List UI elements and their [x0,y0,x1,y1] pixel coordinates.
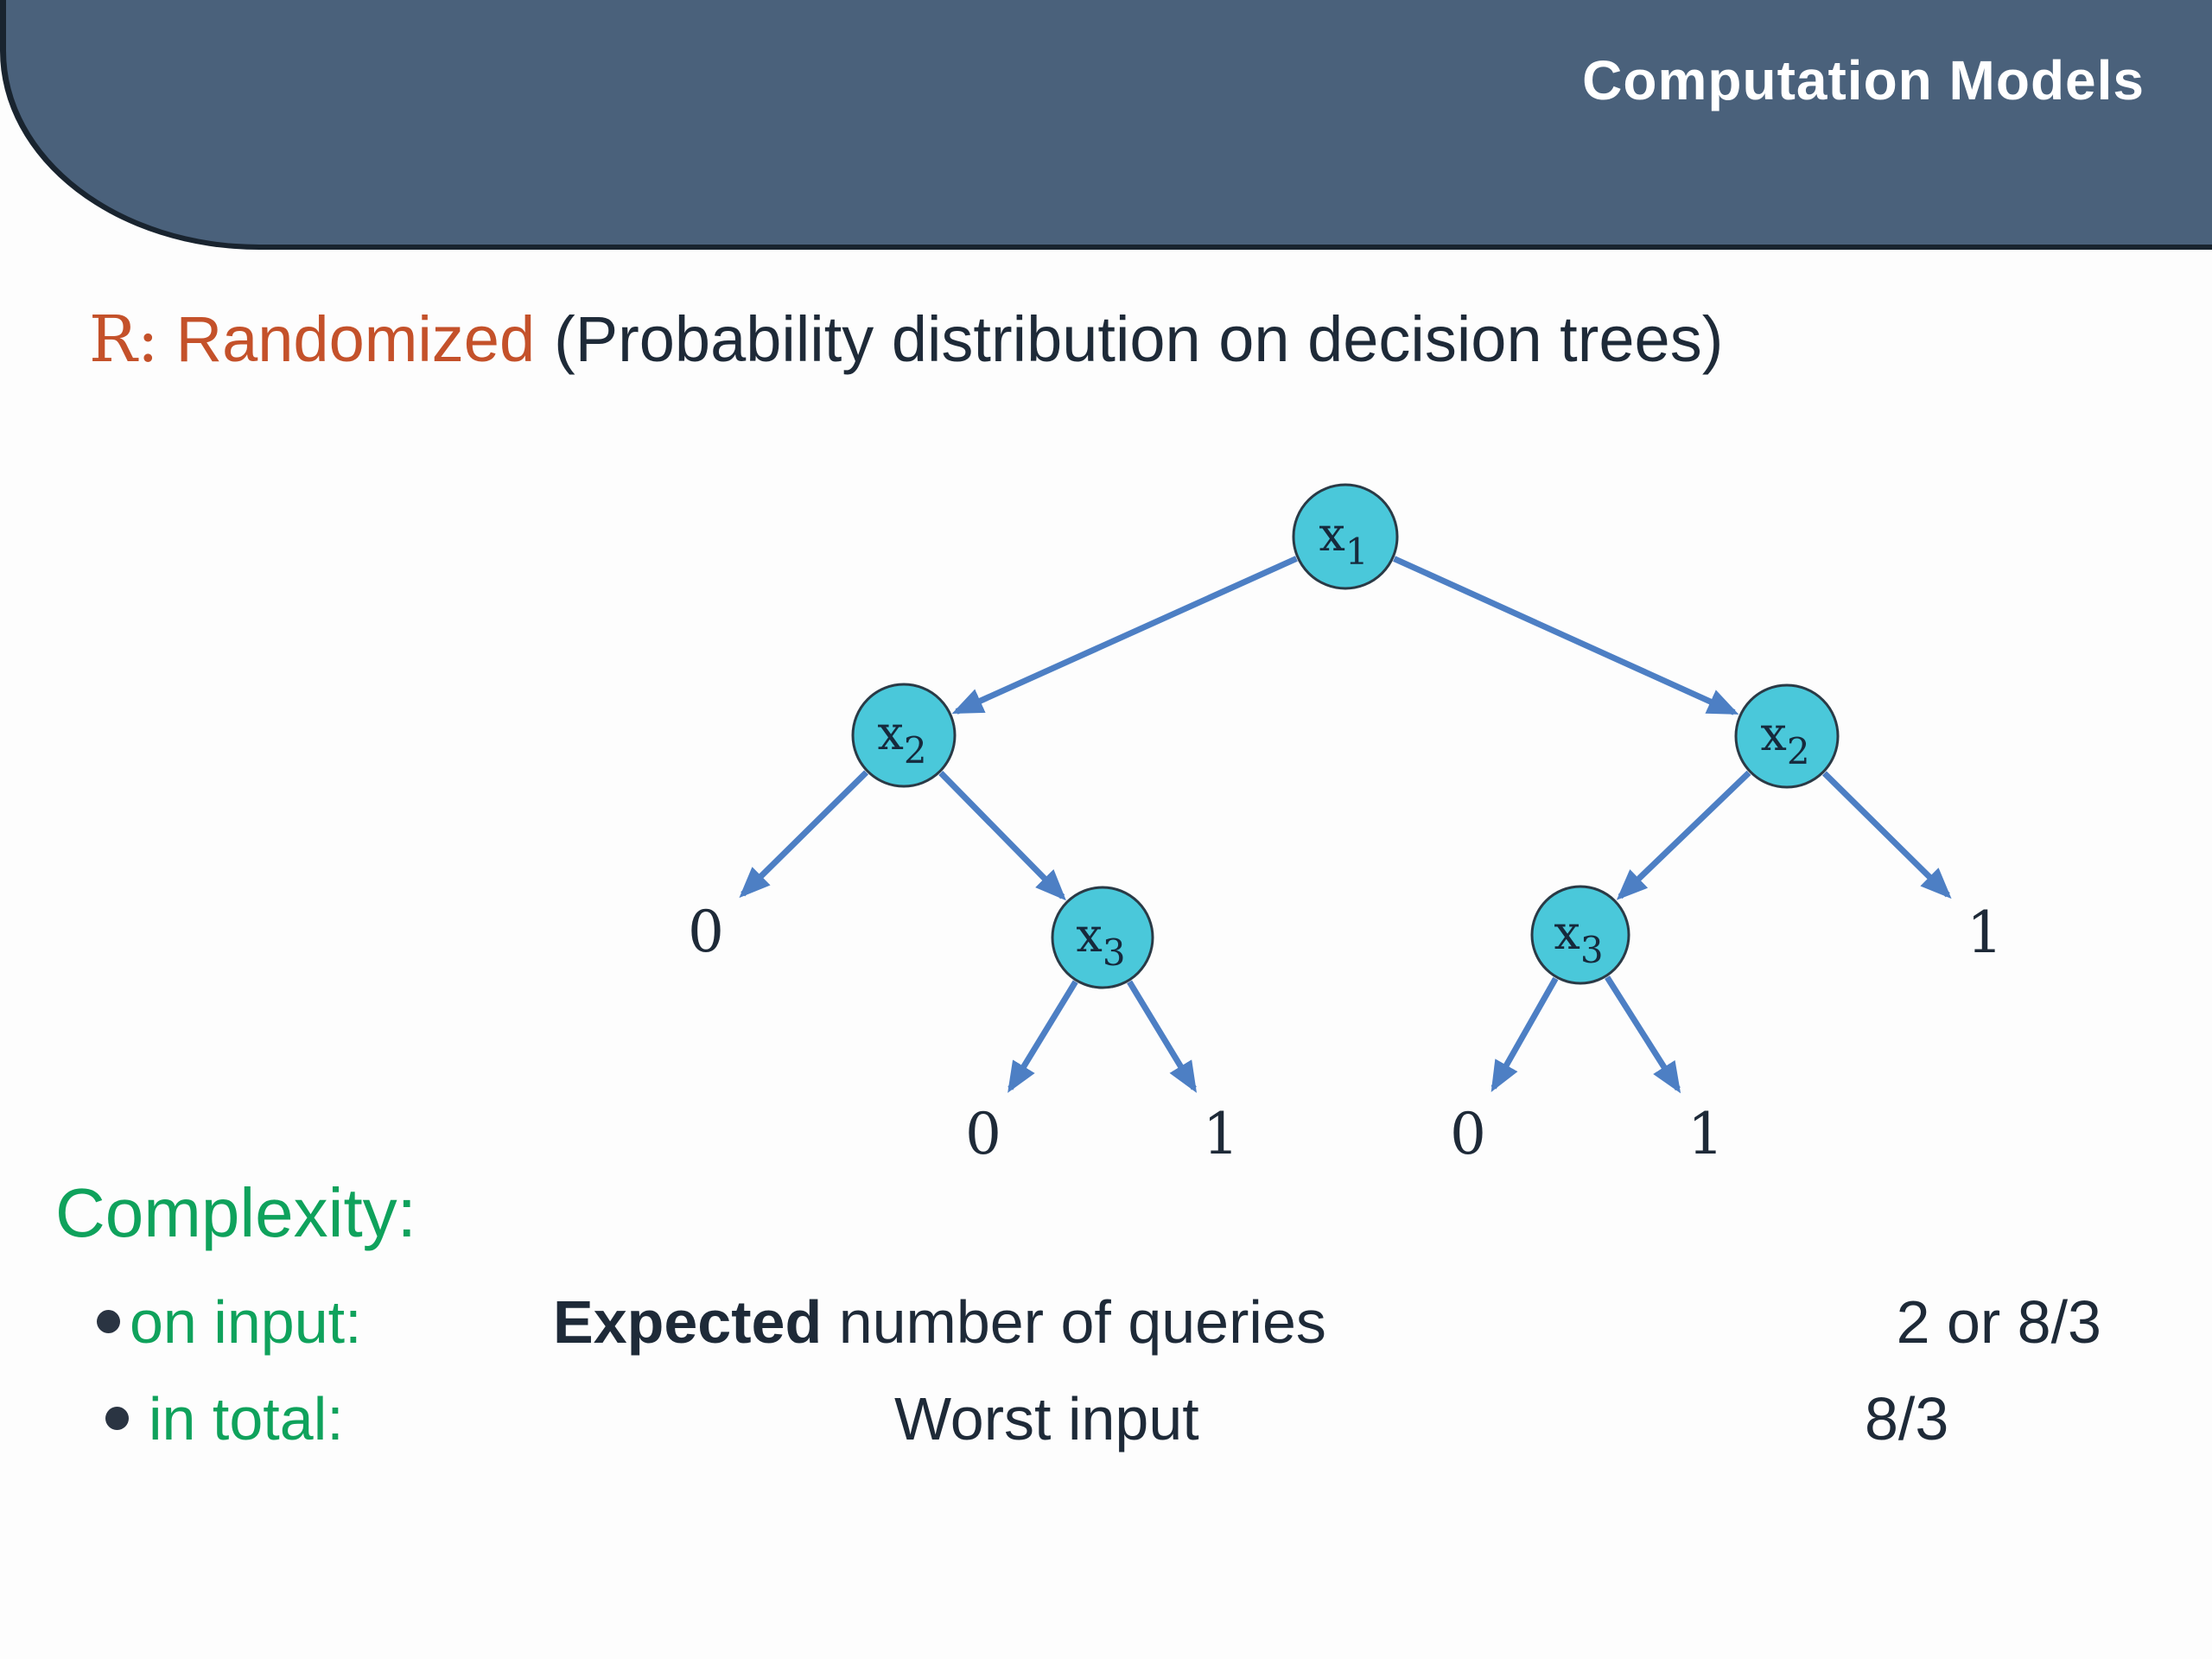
tree-leaf-label-B0a: 0 [965,1101,1001,1167]
tree-edge-x2R-R1 [1821,771,1952,899]
tree-edge-x3L-B0a [1007,980,1078,1093]
intro-keyword: Randomized [175,303,536,375]
tree-leaf-label-B0b: 0 [1450,1101,1486,1167]
tree-leaf-label-B1b: 1 [1688,1101,1724,1167]
tree-edge-x1-x2R [1393,556,1739,715]
complexity-row-description: Worst input [894,1384,1199,1453]
tree-node-label-x2L: x2 [877,706,926,772]
tree-node-label-x3R: x3 [1554,906,1603,971]
bullet-icon [105,1407,129,1430]
tree-edge-x2L-x3L [938,771,1066,901]
description-bold-part: Expected [553,1288,823,1356]
tree-edge-x2R-x3R [1616,770,1751,900]
tree-edge-x2L-L0 [739,770,869,899]
description-rest-part: Worst input [894,1385,1199,1452]
intro-parenthetical: (Probability distribution on decision tr… [554,303,1724,375]
tree-node-x2R [1734,683,1840,789]
complexity-row-label: on input: [130,1288,362,1356]
tree-node-label-x1: x1 [1319,507,1368,573]
complexity-heading: Complexity: [55,1174,416,1251]
tree-node-x3R [1530,885,1630,985]
tree-node-label-x3L: x3 [1076,908,1125,974]
complexity-row-description: Expected number of queries [553,1287,1326,1357]
complexity-row-value: 8/3 [1865,1385,1949,1452]
tree-edge-x3R-B1b [1605,976,1681,1094]
tree-node-x3L [1051,886,1154,989]
complexity-row-label: in total: [149,1385,344,1452]
complexity-row-value: 2 or 8/3 [1896,1288,2101,1356]
tree-node-label-x2R: x2 [1760,707,1809,772]
tree-leaf-label-L0: 0 [688,899,724,965]
description-rest-part: number of queries [822,1288,1326,1356]
slide-header-band: Computation Models [0,0,2212,250]
tree-edge-x3L-B1a [1127,980,1198,1093]
tree-edge-x3R-B0b [1491,976,1559,1093]
bullet-icon [97,1310,120,1333]
tree-leaf-label-R1: 1 [1967,899,2003,966]
tree-node-x1 [1292,483,1399,590]
tree-edge-x1-x2L [951,556,1298,715]
intro-line: R:Randomized(Probability distribution on… [89,302,1723,377]
intro-model-letter: R: [89,302,159,377]
slide-title: Computation Models [1582,49,2145,111]
tree-leaf-label-B1a: 1 [1203,1101,1239,1167]
tree-node-x2L [851,683,957,788]
